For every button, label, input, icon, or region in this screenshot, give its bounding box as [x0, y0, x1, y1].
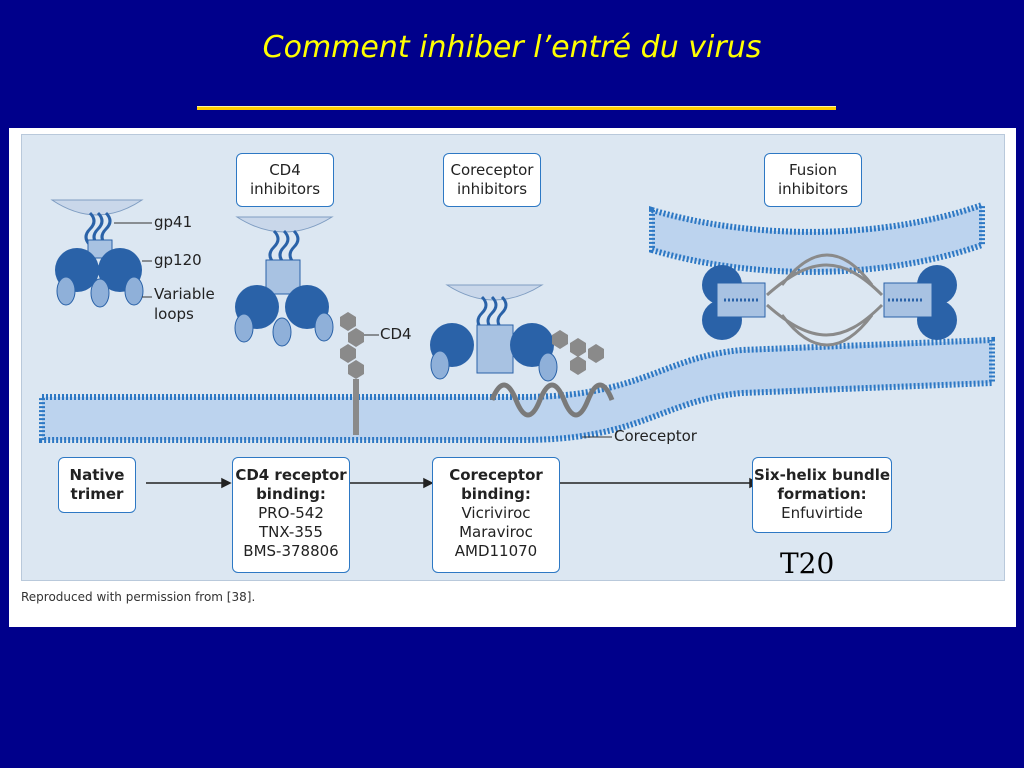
fusion-inhibitors-line1: Fusion — [789, 161, 837, 179]
step-2-item-2: TNX-355 — [259, 523, 323, 541]
step-3-title-1: Coreceptor — [449, 466, 543, 484]
slide-title: Comment inhiber l’entré du virus — [262, 30, 762, 65]
step-3-title-2: binding: — [461, 485, 531, 503]
coreceptor-inhibitors-box: Coreceptor inhibitors — [443, 153, 541, 207]
viral-membrane-upper — [649, 200, 985, 275]
step-six-helix-bundle: Six-helix bundle formation: Enfuvirtide — [752, 457, 892, 533]
virion-cap-3 — [445, 284, 544, 301]
variable-loop-3a — [430, 350, 450, 380]
gp41-stem-2 — [265, 259, 301, 295]
variable-loop-1b — [90, 278, 110, 308]
step-4-title-1: Six-helix bundle — [753, 466, 891, 484]
variable-loop-1c — [124, 276, 144, 306]
fusion-complex-right — [883, 265, 957, 340]
step-4-title-2: formation: — [777, 485, 867, 503]
host-cell-membrane — [39, 336, 995, 443]
label-variable-loops-2: loops — [154, 305, 194, 323]
figure-credit: Reproduced with permission from [38]. — [21, 590, 256, 604]
variable-loop-1a — [56, 276, 76, 306]
step-native-trimer: Native trimer — [58, 457, 136, 513]
variable-loop-2a — [234, 313, 254, 343]
step-cd4-binding: CD4 receptor binding: PRO-542 TNX-355 BM… — [232, 457, 350, 573]
coreceptor-inhibitors-line1: Coreceptor — [450, 161, 534, 179]
step-3-item-1: Vicriviroc — [461, 504, 531, 522]
step-2-title-2: binding: — [256, 485, 326, 503]
step-3-item-3: AMD11070 — [454, 542, 538, 560]
cd4-receptor-1 — [340, 312, 364, 379]
variable-loop-2b — [272, 317, 292, 347]
cd4-receptor-2 — [552, 330, 604, 375]
annotation-t20: T20 — [780, 547, 835, 580]
figure-panel: CD4 inhibitors Coreceptor inhibitors Fus… — [9, 128, 1016, 627]
gp41-3 — [476, 295, 508, 331]
fusion-inhibitors-line2: inhibitors — [777, 180, 849, 198]
cd4-inhibitors-line2: inhibitors — [249, 180, 321, 198]
fusion-helices — [766, 253, 884, 347]
cd4-inhibitors-line1: CD4 — [269, 161, 301, 179]
diagram-art — [39, 199, 995, 489]
label-gp120: gp120 — [154, 251, 202, 269]
virion-cap-1 — [50, 199, 144, 216]
step-coreceptor-binding: Coreceptor binding: Vicriviroc Maraviroc… — [432, 457, 560, 573]
step-1-title-2: trimer — [70, 485, 124, 503]
variable-loop-2c — [314, 312, 334, 342]
cd4-inhibitors-box: CD4 inhibitors — [236, 153, 334, 207]
variable-loop-3b — [538, 352, 558, 382]
label-coreceptor: Coreceptor — [614, 427, 697, 445]
virion-cap-2 — [235, 216, 334, 233]
coreceptor-inhibitors-line2: inhibitors — [456, 180, 528, 198]
title-underline — [197, 106, 836, 110]
gp41-stem-3 — [476, 324, 514, 374]
label-gp41: gp41 — [154, 213, 193, 231]
step-3-item-2: Maraviroc — [459, 523, 533, 541]
fusion-complex-left — [702, 265, 766, 340]
coreceptor-coil — [489, 382, 615, 418]
step-1-title-1: Native — [69, 466, 125, 484]
entry-inhibition-diagram: CD4 inhibitors Coreceptor inhibitors Fus… — [21, 134, 1005, 581]
fusion-inhibitors-box: Fusion inhibitors — [764, 153, 862, 207]
step-4-item-1: Enfuvirtide — [781, 504, 863, 522]
label-cd4: CD4 — [380, 325, 412, 343]
step-2-item-1: PRO-542 — [258, 504, 324, 522]
step-2-title-1: CD4 receptor — [235, 466, 347, 484]
label-variable-loops-1: Variable — [154, 285, 215, 303]
gp41-2 — [268, 229, 300, 265]
step-2-item-3: BMS-378806 — [243, 542, 339, 560]
